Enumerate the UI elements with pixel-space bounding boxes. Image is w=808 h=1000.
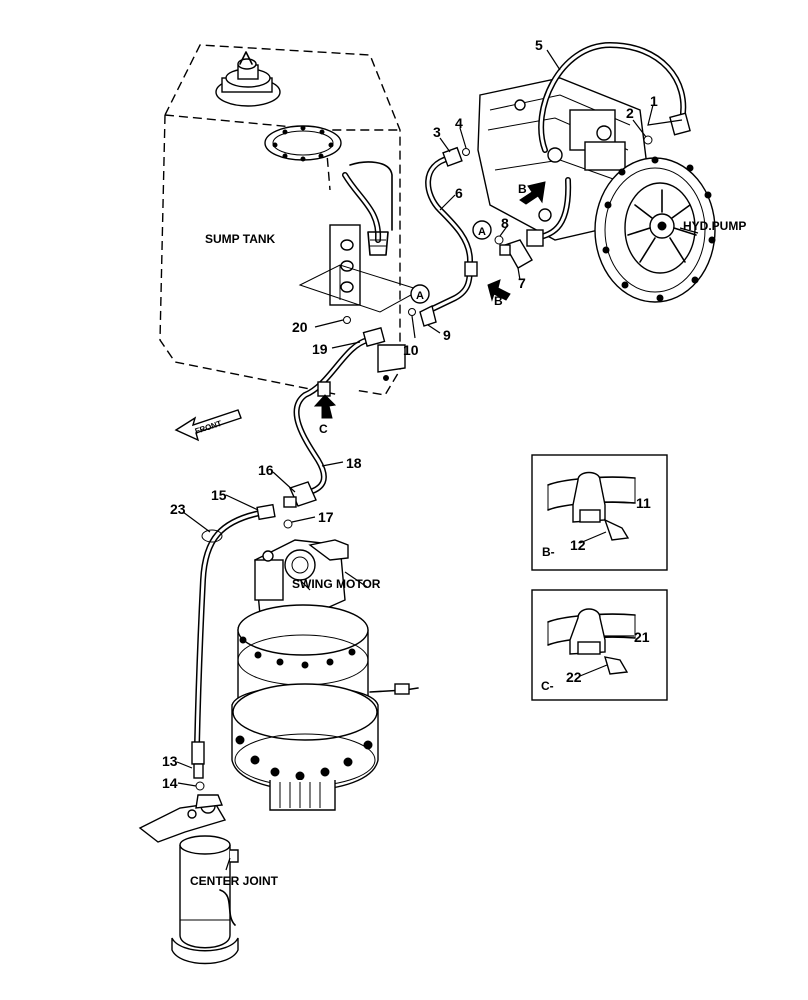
part-number-5: 5 (535, 37, 543, 53)
sump-tank (159, 44, 422, 396)
detail-b-bolt-number: 12 (570, 537, 586, 553)
part-number-3: 3 (433, 124, 441, 140)
hoses (194, 42, 687, 748)
part-number-20: 20 (292, 319, 308, 335)
part-number-6: 6 (455, 185, 463, 201)
hyd-pump-label: HYD.PUMP (683, 219, 746, 233)
part-number-2: 2 (626, 105, 634, 121)
part-number-8: 8 (501, 215, 509, 231)
detail-c-clamp-number: 21 (634, 629, 650, 645)
detail-b-clamp-number: 11 (636, 495, 651, 511)
view-marker-labels: A A B B C (319, 182, 527, 436)
part-number-18: 18 (346, 455, 362, 471)
leader-lines (176, 49, 699, 871)
part-number-23: 23 (170, 501, 186, 517)
part-number-9: 9 (443, 327, 451, 343)
arrow-c-icon (313, 394, 337, 419)
detail-view-c: C- 21 22 (531, 589, 668, 701)
sump-tank-label: SUMP TANK (205, 232, 276, 246)
view-arrows (174, 181, 546, 442)
marker-a-pump-circle (472, 220, 492, 240)
detail-c-caption: C- (541, 679, 554, 693)
part-number-14: 14 (162, 775, 178, 791)
front-arrow-icon (174, 409, 242, 442)
arrow-b-hose-icon (487, 279, 511, 302)
arrow-b-pump-icon (519, 181, 546, 205)
detail-b-caption: B- (542, 545, 555, 559)
part-number-1: 1 (650, 93, 658, 109)
part-number-19: 19 (312, 341, 328, 357)
part-number-labels: 1 2 3 4 5 6 7 8 9 10 11 12 13 14 15 16 1… (162, 37, 658, 791)
hydraulic-pump (477, 77, 716, 303)
detail-c-bolt-number: 22 (566, 669, 582, 685)
marker-a-tank-circle (410, 284, 430, 304)
part-number-15: 15 (211, 487, 227, 503)
marker-c: C (319, 422, 328, 436)
part-number-16: 16 (258, 462, 274, 478)
fittings (191, 112, 691, 791)
component-labels: SUMP TANK HYD.PUMP SWING MOTOR CENTER JO… (190, 219, 746, 888)
part-number-17: 17 (318, 509, 334, 525)
swing-motor-label: SWING MOTOR (292, 577, 381, 591)
marker-a-pump: A (478, 226, 486, 238)
marker-a-tank: A (416, 290, 424, 302)
part-number-13: 13 (162, 753, 178, 769)
center-joint-label: CENTER JOINT (190, 874, 279, 888)
center-joint (138, 794, 239, 965)
part-number-4: 4 (455, 115, 463, 131)
part-number-10: 10 (403, 342, 419, 358)
marker-b-pump: B (518, 182, 527, 196)
detail-view-b: B- 11 12 (531, 454, 668, 571)
marker-b-hose: B (494, 294, 503, 308)
part-number-7: 7 (518, 275, 526, 291)
